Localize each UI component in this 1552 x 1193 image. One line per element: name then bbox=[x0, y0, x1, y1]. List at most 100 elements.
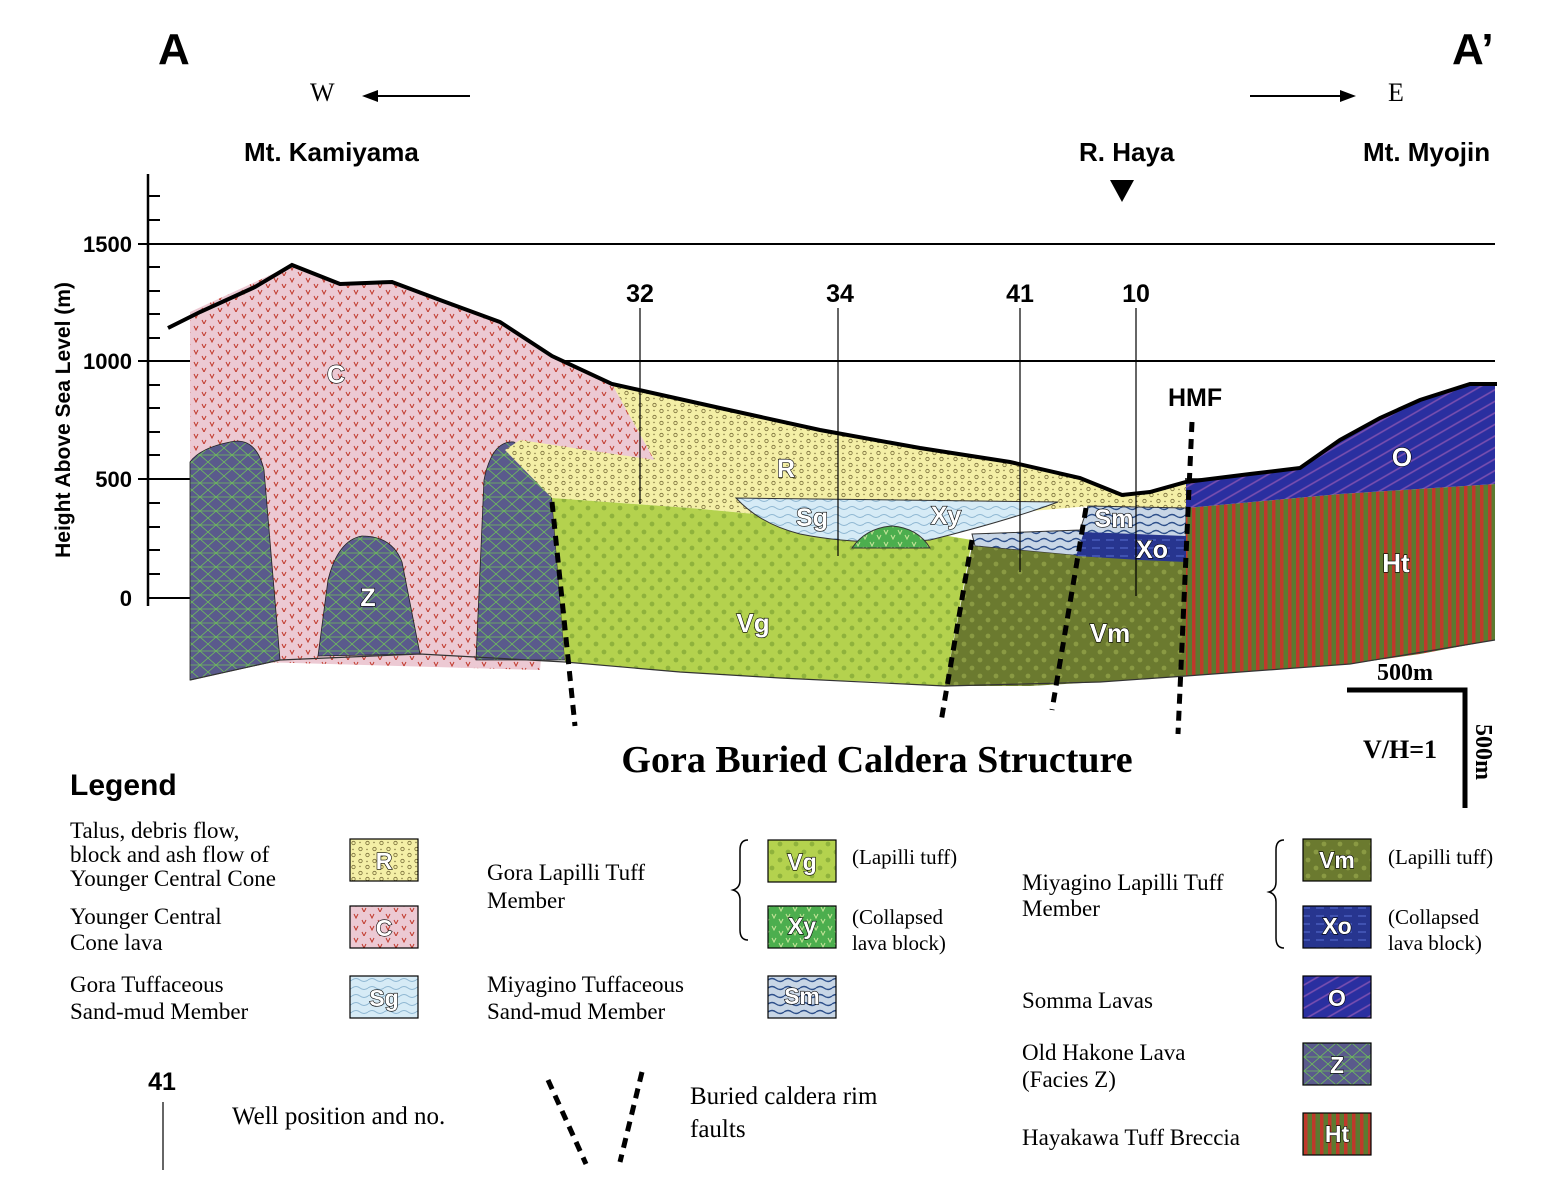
section-title: Gora Buried Caldera Structure bbox=[621, 739, 1132, 781]
y-tick-1500: 1500 bbox=[83, 232, 132, 257]
legend-gora-line1: Gora Lapilli Tuff bbox=[487, 860, 645, 885]
scale-ratio-label: V/H=1 bbox=[1363, 735, 1437, 764]
legend-Xo-note1: (Collapsed bbox=[1388, 905, 1479, 929]
well-number-41: 41 bbox=[1006, 280, 1034, 308]
unit-label-Ht: Ht bbox=[1382, 548, 1410, 578]
legend-C-line2: Cone lava bbox=[70, 930, 163, 955]
legend-R-line2: block and ash flow of bbox=[70, 842, 270, 867]
y-tick-0: 0 bbox=[120, 586, 132, 611]
legend-O-text: Somma Lavas bbox=[1022, 988, 1153, 1013]
legend-swatch-Vg bbox=[767, 839, 837, 883]
legend-swatch-Sg bbox=[349, 975, 419, 1019]
west-arrow-icon bbox=[362, 90, 470, 102]
unit-label-R: R bbox=[777, 455, 795, 483]
east-label: E bbox=[1388, 78, 1404, 107]
legend-well-number: 41 bbox=[148, 1068, 176, 1096]
well-number-34: 34 bbox=[826, 280, 854, 308]
legend-swatch-label-Vm: Vm bbox=[1319, 847, 1355, 873]
legend-Z-line2: (Facies Z) bbox=[1022, 1067, 1116, 1092]
legend-swatch-label-Ht: Ht bbox=[1325, 1121, 1350, 1147]
unit-label-C: C bbox=[327, 361, 345, 389]
y-tick-500: 500 bbox=[95, 467, 132, 492]
legend-title: Legend bbox=[70, 769, 177, 802]
unit-Xy bbox=[851, 525, 931, 549]
y-axis-label: Height Above Sea Level (m) bbox=[52, 282, 75, 558]
legend-swatch-Z bbox=[1302, 1042, 1372, 1086]
legend-Sg-line2: Sand-mud Member bbox=[70, 999, 249, 1024]
unit-label-Vm: Vm bbox=[1090, 618, 1130, 648]
legend-fault-line1: Buried caldera rim bbox=[690, 1083, 878, 1110]
legend-swatch-Sm bbox=[767, 975, 837, 1019]
legend-swatch-label-R: R bbox=[376, 848, 393, 874]
fault-label-hmf: HMF bbox=[1168, 384, 1222, 412]
section-base-line bbox=[189, 639, 1496, 687]
well-number-32: 32 bbox=[626, 280, 654, 308]
scale-horizontal-label: 500m bbox=[1377, 660, 1433, 686]
legend-C-line1: Younger Central bbox=[70, 904, 222, 929]
legend-Sm-line1: Miyagino Tuffaceous bbox=[487, 972, 684, 997]
legend-swatch-label-Xo: Xo bbox=[1322, 913, 1351, 939]
fault-line-hmf bbox=[1175, 421, 1195, 735]
section-start-label: A bbox=[158, 25, 190, 74]
scale-vertical-label: 500m bbox=[1470, 724, 1496, 780]
well-number-10: 10 bbox=[1122, 280, 1150, 308]
unit-label-Vg: Vg bbox=[736, 608, 769, 638]
legend-gora-brace bbox=[730, 839, 749, 941]
legend-Vg-note: (Lapilli tuff) bbox=[852, 845, 957, 869]
legend-Sm-line2: Sand-mud Member bbox=[487, 999, 666, 1024]
y-tick-1000: 1000 bbox=[83, 349, 132, 374]
east-arrow-icon bbox=[1250, 90, 1356, 102]
river-marker-icon bbox=[1110, 180, 1134, 202]
legend-R-line3: Younger Central Cone bbox=[70, 866, 276, 891]
legend-Xy-note2: lava block) bbox=[852, 931, 946, 955]
unit-label-Z: Z bbox=[360, 584, 375, 612]
unit-C bbox=[190, 265, 710, 670]
legend-swatch-Xy bbox=[767, 905, 837, 949]
legend-swatch-Ht bbox=[1302, 1112, 1372, 1156]
scale-bar bbox=[1347, 687, 1468, 808]
legend-swatch-label-Sm: Sm bbox=[784, 983, 820, 1009]
unit-Xo bbox=[1076, 532, 1186, 562]
unit-label-Xy: Xy bbox=[931, 502, 962, 530]
legend-fault-line-left bbox=[545, 1078, 589, 1166]
legend-miya-line1: Miyagino Lapilli Tuff bbox=[1022, 870, 1224, 895]
west-label: W bbox=[310, 78, 335, 107]
legend-swatch-O bbox=[1302, 975, 1372, 1019]
unit-label-O: O bbox=[1392, 442, 1412, 472]
legend-gora-line2: Member bbox=[487, 888, 565, 913]
legend-Vm-note: (Lapilli tuff) bbox=[1388, 845, 1493, 869]
unit-Z-middle bbox=[317, 535, 421, 657]
legend-swatch-label-O: O bbox=[1328, 985, 1346, 1011]
legend-swatch-label-Sg: Sg bbox=[369, 985, 398, 1011]
fault-line-2 bbox=[938, 539, 975, 723]
legend-swatch-label-Xy: Xy bbox=[788, 913, 816, 939]
unit-label-Sm: Sm bbox=[1095, 505, 1134, 533]
unit-Z-left bbox=[189, 440, 281, 681]
legend-swatch-Vm bbox=[1302, 838, 1372, 882]
legend-fault-line2: faults bbox=[690, 1116, 746, 1143]
unit-Ht bbox=[1186, 484, 1495, 676]
legend-swatch-C bbox=[349, 905, 419, 949]
peak-label-left: Mt. Kamiyama bbox=[244, 137, 419, 167]
legend-swatch-label-Vg: Vg bbox=[787, 849, 816, 875]
fault-line-3 bbox=[1049, 507, 1089, 711]
unit-label-Sg: Sg bbox=[796, 504, 828, 532]
unit-R bbox=[505, 384, 1186, 522]
unit-O bbox=[1186, 384, 1495, 508]
peak-label-river: R. Haya bbox=[1079, 137, 1175, 167]
legend-swatch-Xo bbox=[1302, 905, 1372, 949]
legend-fault-line-right bbox=[617, 1071, 645, 1163]
legend-Xy-note1: (Collapsed bbox=[852, 905, 943, 929]
peak-label-right: Mt. Myojin bbox=[1363, 137, 1490, 167]
legend-Sg-line1: Gora Tuffaceous bbox=[70, 972, 224, 997]
legend-Ht-text: Hayakawa Tuff Breccia bbox=[1022, 1125, 1240, 1150]
unit-label-Xo: Xo bbox=[1136, 536, 1168, 564]
legend-Z-line1: Old Hakone Lava bbox=[1022, 1040, 1186, 1065]
legend-miya-brace bbox=[1266, 839, 1285, 949]
legend-miya-line2: Member bbox=[1022, 896, 1100, 921]
legend-swatch-label-Z: Z bbox=[1330, 1052, 1344, 1078]
section-end-label: A’ bbox=[1452, 25, 1494, 74]
legend-Xo-note2: lava block) bbox=[1388, 931, 1482, 955]
legend-swatch-label-C: C bbox=[376, 915, 393, 941]
